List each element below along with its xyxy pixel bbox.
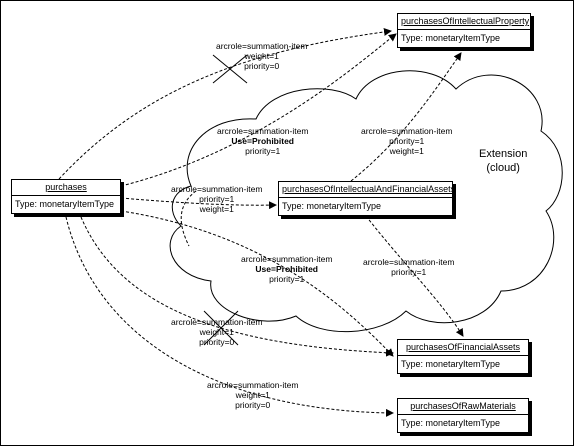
cross-mark-fa (203, 310, 239, 346)
arc-p-rm (65, 216, 394, 417)
arc-p-fa-prohibited (120, 210, 394, 357)
arc-p-fa-crossed (80, 216, 394, 357)
arc-label-p-ip-prohibited: arcrole=summation-item Use=Prohibited pr… (217, 126, 309, 156)
extension-cloud (169, 70, 563, 332)
node-title: purchasesOfRawMaterials (398, 399, 528, 415)
node-purchases-of-financial-assets[interactable]: purchasesOfFinancialAssets Type: monetar… (397, 339, 529, 374)
node-type: Type: monetaryItemType (282, 201, 382, 211)
arc-label-ifa-fa: arcrole=summation-item priority=1 (363, 257, 455, 277)
arc-label-p-ip-crossed: arcrole=summation-item weight=1 priority… (216, 41, 308, 71)
node-title: purchasesOfIntellectualProperty (398, 14, 530, 30)
arc-label-ifa-ip: arcrole=summation-item priority=1 weight… (361, 126, 453, 156)
node-purchases[interactable]: purchases Type: monetaryItemType (11, 179, 121, 214)
cross-mark-ip (212, 54, 248, 84)
node-type: Type: monetaryItemType (401, 33, 501, 43)
node-title: purchasesOfIntellectualAndFinancialAsset… (279, 182, 455, 198)
arc-p-ifa (120, 197, 277, 210)
arc-label-p-fa-crossed: arcrole=summation-item weight=1 priority… (171, 317, 263, 347)
cloud-label: Extension (cloud) (479, 148, 528, 174)
arc-p-ip-prohibited (120, 33, 397, 187)
node-purchases-of-intellectual-property[interactable]: purchasesOfIntellectualProperty Type: mo… (397, 13, 531, 48)
arc-p-ip-crossed (58, 27, 392, 180)
node-type: Type: monetaryItemType (15, 199, 115, 209)
node-purchases-of-raw-materials[interactable]: purchasesOfRawMaterials Type: monetaryIt… (397, 398, 529, 433)
arc-ifa-ip (350, 52, 462, 182)
node-title: purchases (12, 180, 120, 196)
arc-label-p-ifa: arcrole=summation-item priority=1 weight… (171, 184, 263, 214)
node-type: Type: monetaryItemType (401, 359, 501, 369)
node-type: Type: monetaryItemType (401, 418, 501, 428)
node-title: purchasesOfFinancialAssets (398, 340, 528, 356)
node-purchases-of-intellectual-and-financial-assets[interactable]: purchasesOfIntellectualAndFinancialAsset… (278, 181, 455, 216)
arc-p-connector (180, 190, 197, 247)
arc-label-p-fa-prohibited: arcrole=summation-item Use=Prohibited pr… (241, 254, 333, 284)
arc-label-p-rm: arcrole=summation-item weight=1 priority… (207, 380, 299, 410)
